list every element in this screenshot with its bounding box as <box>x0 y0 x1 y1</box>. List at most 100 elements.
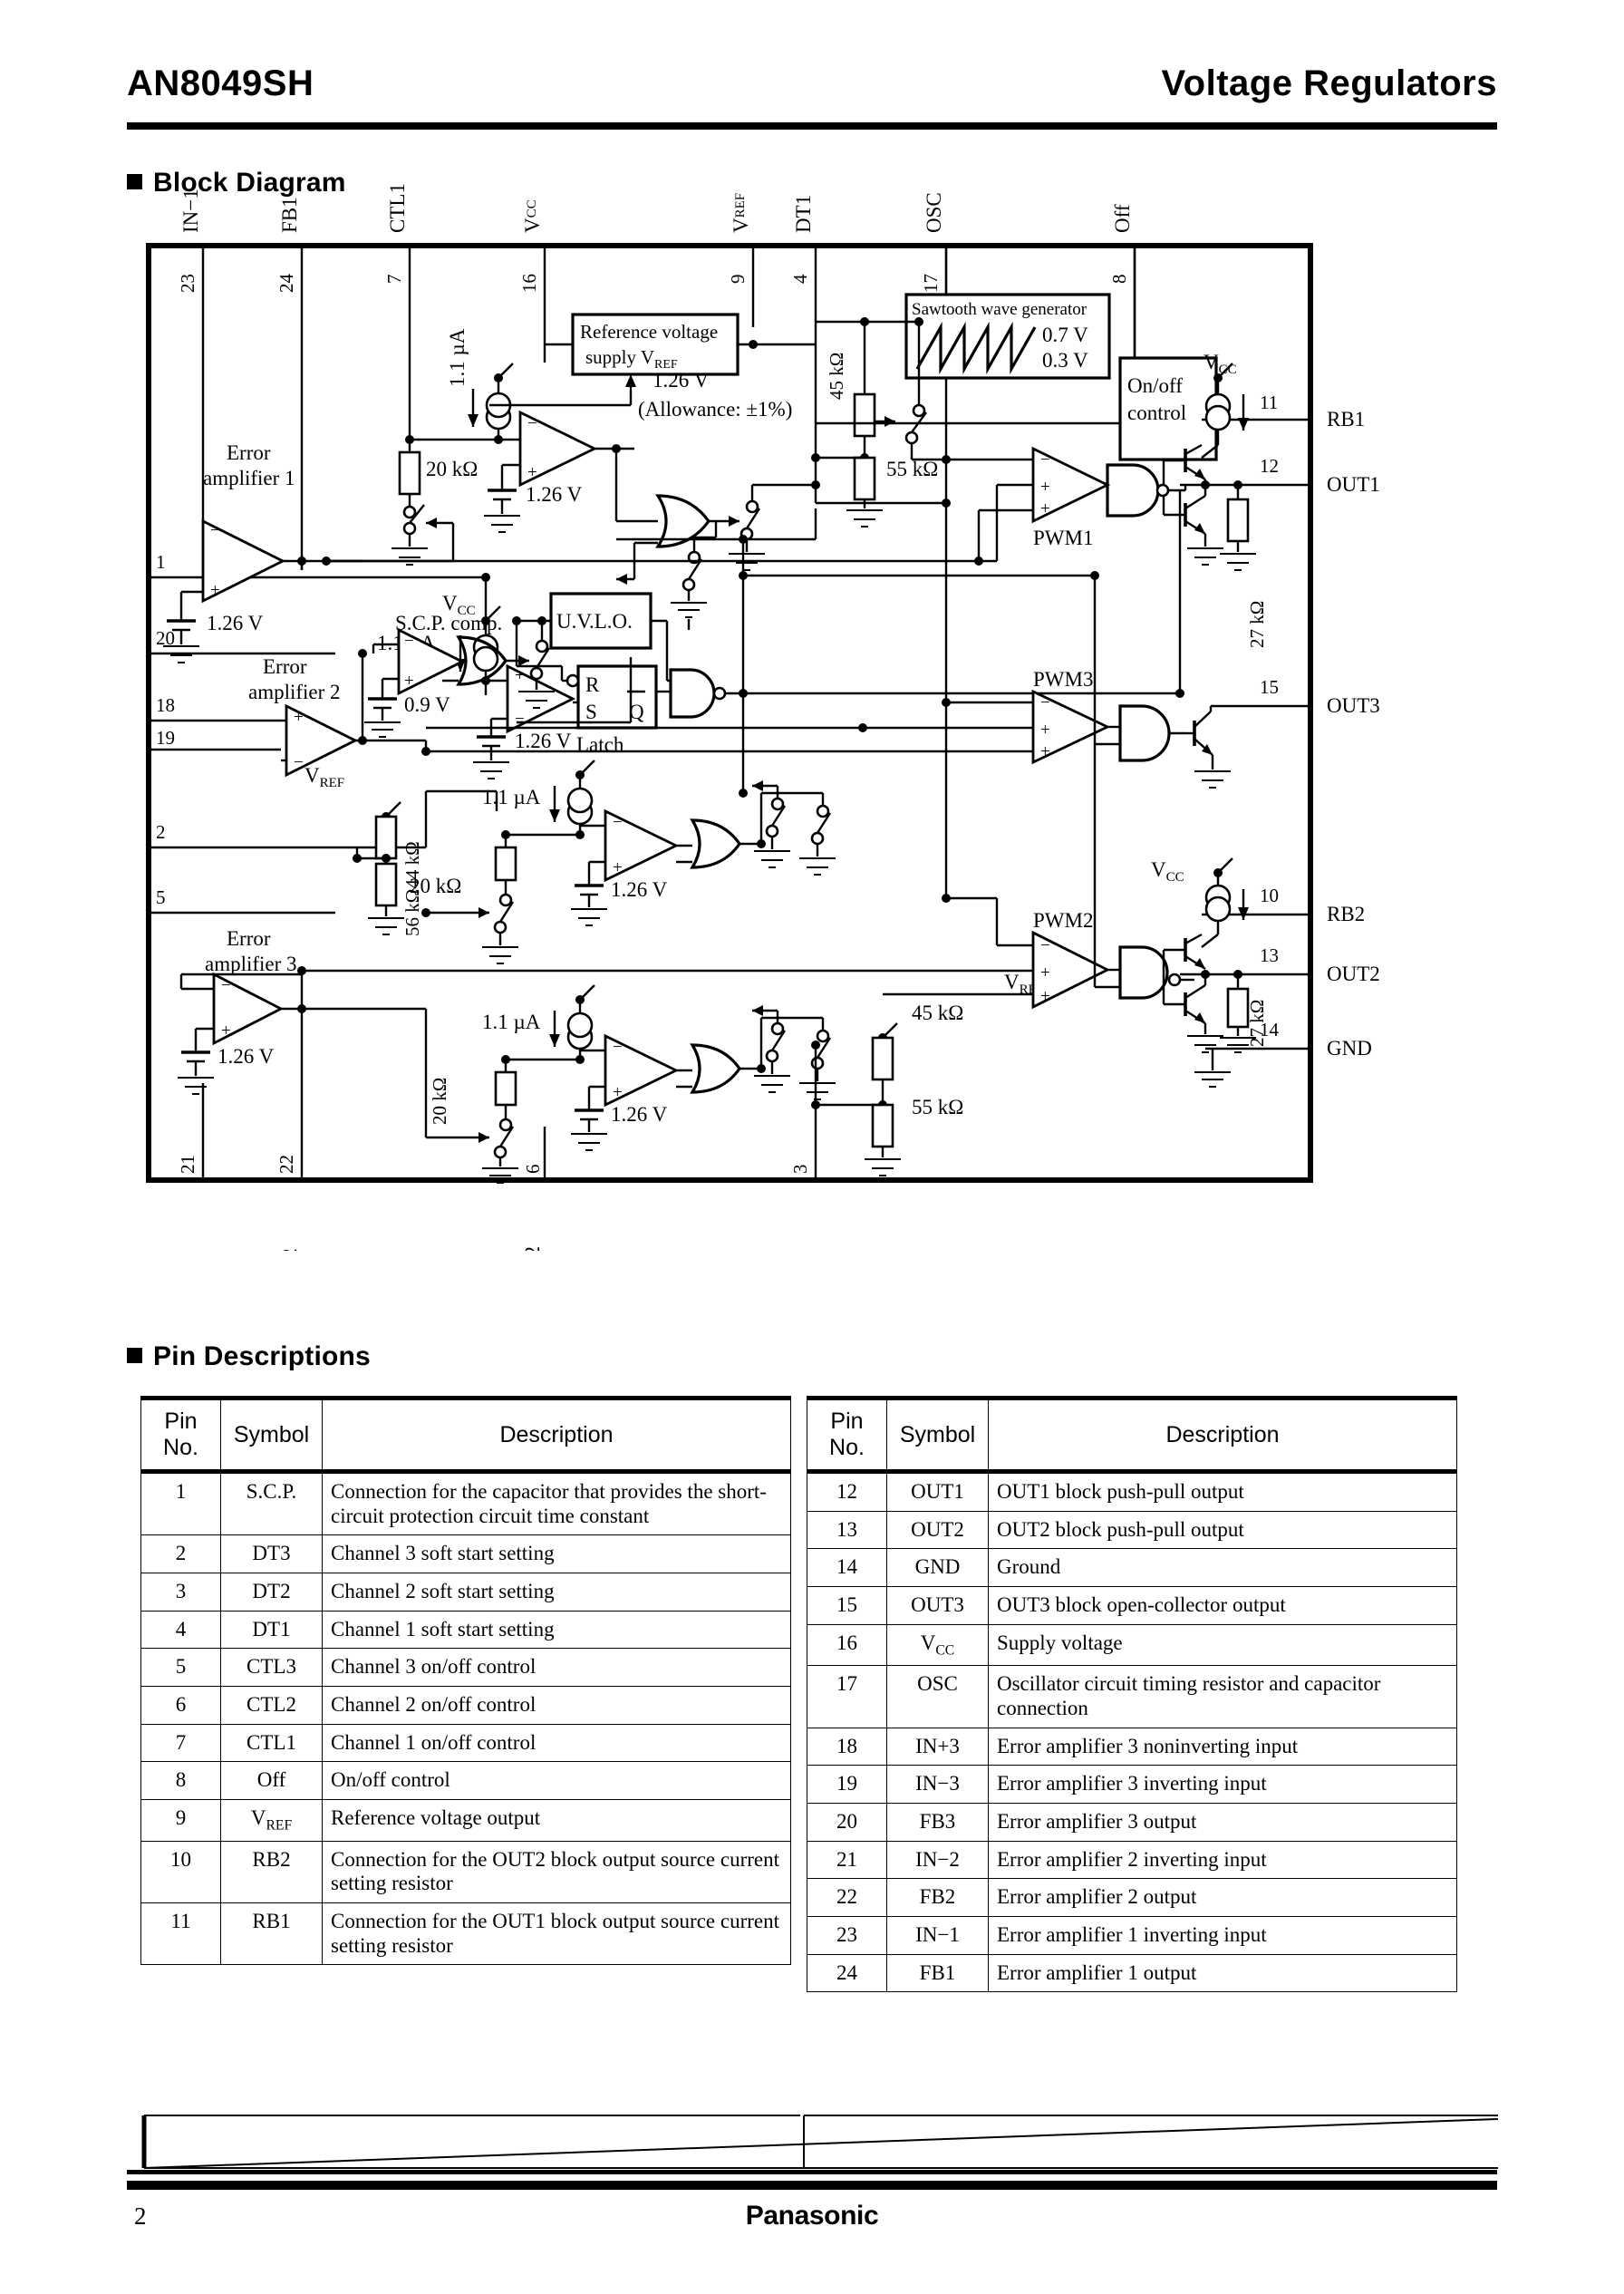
svg-text:56 kΩ44 kΩ: 56 kΩ44 kΩ <box>401 841 423 936</box>
svg-text:amplifier 1: amplifier 1 <box>203 467 295 489</box>
svg-text:5: 5 <box>156 886 166 908</box>
block-diagram-heading: Block Diagram <box>127 168 346 198</box>
cell-description: Channel 3 soft start setting <box>322 1534 791 1574</box>
pin-descriptions-heading-label: Pin Descriptions <box>153 1341 371 1371</box>
pin-descriptions-heading: Pin Descriptions <box>127 1341 371 1372</box>
cell-description: Error amplifier 1 output <box>988 1953 1457 1993</box>
svg-text:22: 22 <box>276 1155 297 1174</box>
cell-pin-no: 2 <box>140 1534 221 1574</box>
svg-text:−: − <box>613 1038 623 1057</box>
cell-pin-no: 15 <box>807 1586 887 1625</box>
svg-text:13: 13 <box>1260 944 1279 966</box>
svg-text:+: + <box>210 581 220 600</box>
svg-text:6: 6 <box>522 1165 544 1175</box>
pin-label-ctl2: CTL2 <box>521 1246 544 1251</box>
pin-label-off: Off <box>1111 204 1134 233</box>
footer-rule-thick <box>127 2181 1497 2190</box>
col-header-description-2: Description <box>988 1396 1457 1474</box>
cell-symbol: DT1 <box>220 1610 323 1650</box>
page-number: 2 <box>134 2202 147 2230</box>
svg-text:+: + <box>613 1083 623 1102</box>
cell-symbol: FB3 <box>886 1803 989 1842</box>
footer-rule-thin <box>127 2170 1497 2174</box>
page-header: AN8049SH Voltage Regulators <box>127 63 1497 127</box>
cell-pin-no: 24 <box>807 1953 887 1993</box>
svg-text:+: + <box>1040 499 1050 518</box>
cell-pin-no: 5 <box>140 1648 221 1688</box>
cell-symbol: FB2 <box>886 1878 989 1918</box>
svg-text:S: S <box>585 701 597 723</box>
cell-description: Error amplifier 3 inverting input <box>988 1765 1457 1805</box>
cell-description: Channel 3 on/off control <box>322 1648 791 1688</box>
cell-symbol: VCC <box>886 1623 989 1667</box>
cell-symbol: OUT3 <box>886 1586 989 1625</box>
svg-text:Q: Q <box>629 701 644 723</box>
cell-pin-no: 12 <box>807 1471 887 1512</box>
svg-text:15: 15 <box>1260 676 1279 698</box>
svg-text:amplifier 2: amplifier 2 <box>248 681 341 703</box>
cell-description: Error amplifier 3 noninverting input <box>988 1727 1457 1766</box>
cell-description: Channel 2 on/off control <box>322 1686 791 1725</box>
svg-text:0.3 V: 0.3 V <box>1042 349 1088 372</box>
svg-text:On/off: On/off <box>1127 374 1183 397</box>
svg-text:1.26 V: 1.26 V <box>526 483 583 506</box>
svg-text:1.26 V: 1.26 V <box>652 369 710 392</box>
cell-pin-no: 23 <box>807 1916 887 1955</box>
cell-symbol: RB2 <box>220 1840 323 1904</box>
svg-text:−: − <box>404 632 414 651</box>
svg-text:Reference voltage: Reference voltage <box>580 321 718 343</box>
svg-text:14: 14 <box>1260 1019 1280 1041</box>
pin-label-out3: OUT3 <box>1327 694 1380 717</box>
cell-symbol: OUT1 <box>886 1471 989 1512</box>
cell-description: Connection for the capacitor that provid… <box>322 1470 791 1536</box>
svg-text:VCC: VCC <box>521 199 544 233</box>
cell-description: Error amplifier 2 inverting input <box>988 1840 1457 1880</box>
cell-pin-no: 3 <box>140 1573 221 1612</box>
svg-text:1.26 V: 1.26 V <box>515 730 572 752</box>
svg-text:7: 7 <box>383 275 405 285</box>
latch-label: Latch <box>576 733 624 756</box>
svg-text:1.26 V: 1.26 V <box>218 1045 275 1068</box>
pin-label-fb1: FB1 <box>278 197 301 233</box>
svg-text:0.9 V: 0.9 V <box>404 693 450 716</box>
svg-text:1.1 µA: 1.1 µA <box>482 786 541 808</box>
svg-text:12: 12 <box>1260 455 1279 477</box>
col-header-pin-no: Pin No. <box>140 1396 221 1474</box>
svg-text:VCC: VCC <box>1151 858 1184 885</box>
svg-text:1.26 V: 1.26 V <box>611 1103 668 1126</box>
svg-text:18: 18 <box>156 694 175 716</box>
cell-description: Error amplifier 2 output <box>988 1878 1457 1918</box>
svg-text:+: + <box>515 666 525 685</box>
cell-pin-no: 20 <box>807 1803 887 1842</box>
svg-text:supply VREF: supply VREF <box>585 346 678 372</box>
table-tail-decoration <box>140 2112 1500 2177</box>
svg-text:21: 21 <box>177 1155 198 1174</box>
cell-description: Connection for the OUT1 block output sou… <box>322 1902 791 1966</box>
cell-description: Channel 2 soft start setting <box>322 1573 791 1612</box>
svg-text:11: 11 <box>1260 392 1278 413</box>
svg-text:4: 4 <box>789 274 811 284</box>
svg-text:20 kΩ: 20 kΩ <box>429 1078 450 1125</box>
svg-text:+: + <box>294 708 304 727</box>
cell-symbol: IN−3 <box>886 1765 989 1805</box>
bullet-square-icon-2 <box>127 1348 142 1363</box>
cell-pin-no: 4 <box>140 1610 221 1650</box>
svg-text:−: − <box>210 521 220 540</box>
pin-label-in-1: IN−1 <box>179 189 202 233</box>
svg-text:20: 20 <box>156 627 175 649</box>
